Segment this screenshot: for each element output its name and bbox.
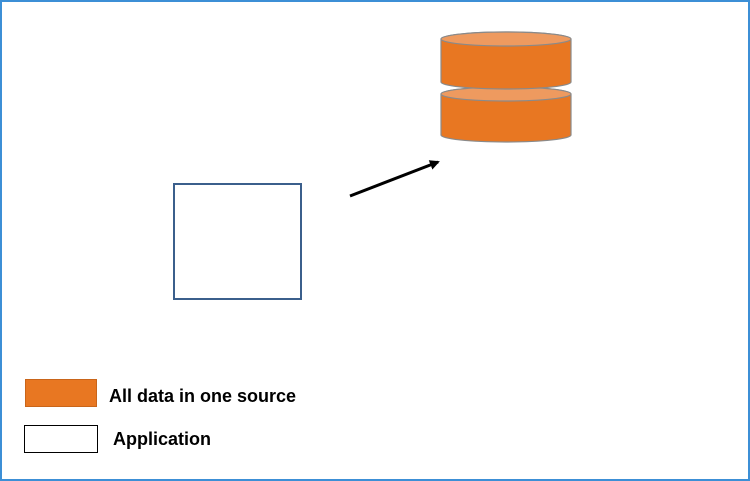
connection-arrow	[349, 160, 440, 198]
legend-label-data-source: All data in one source	[109, 386, 297, 406]
database-upper-top	[440, 31, 572, 47]
database-icon	[440, 31, 572, 143]
legend-swatch-data-source	[25, 379, 97, 407]
legend-label-application: Application	[113, 429, 211, 449]
legend-swatch-application	[24, 425, 98, 453]
application-box	[173, 183, 302, 300]
